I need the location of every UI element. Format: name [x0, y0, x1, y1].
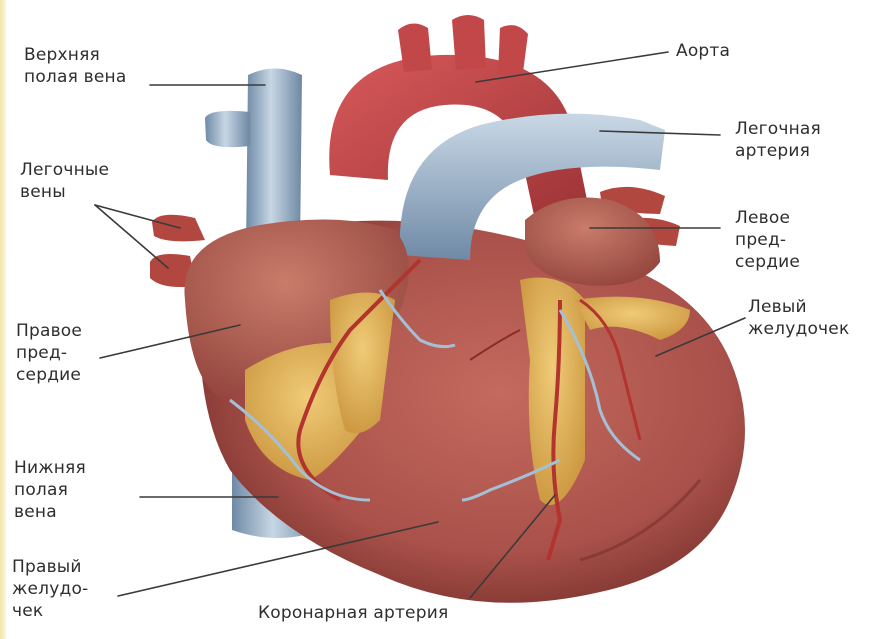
label-coronary-artery: Коронарная артерия	[258, 602, 448, 624]
label-pulmonary-artery: Легочная артерия	[735, 118, 821, 162]
label-left-ventricle: Левый желудочек	[748, 296, 849, 340]
label-right-ventricle: Правый желудо- чек	[12, 556, 88, 622]
label-inferior-vena-cava: Нижняя полая вена	[14, 457, 86, 523]
label-superior-vena-cava: Верхняя полая вена	[24, 44, 126, 88]
label-right-atrium: Правое пред- сердие	[16, 320, 82, 386]
label-left-atrium: Левое пред- сердие	[735, 207, 800, 273]
label-pulmonary-veins: Легочные вены	[20, 159, 109, 203]
label-aorta: Аорта	[676, 40, 730, 62]
